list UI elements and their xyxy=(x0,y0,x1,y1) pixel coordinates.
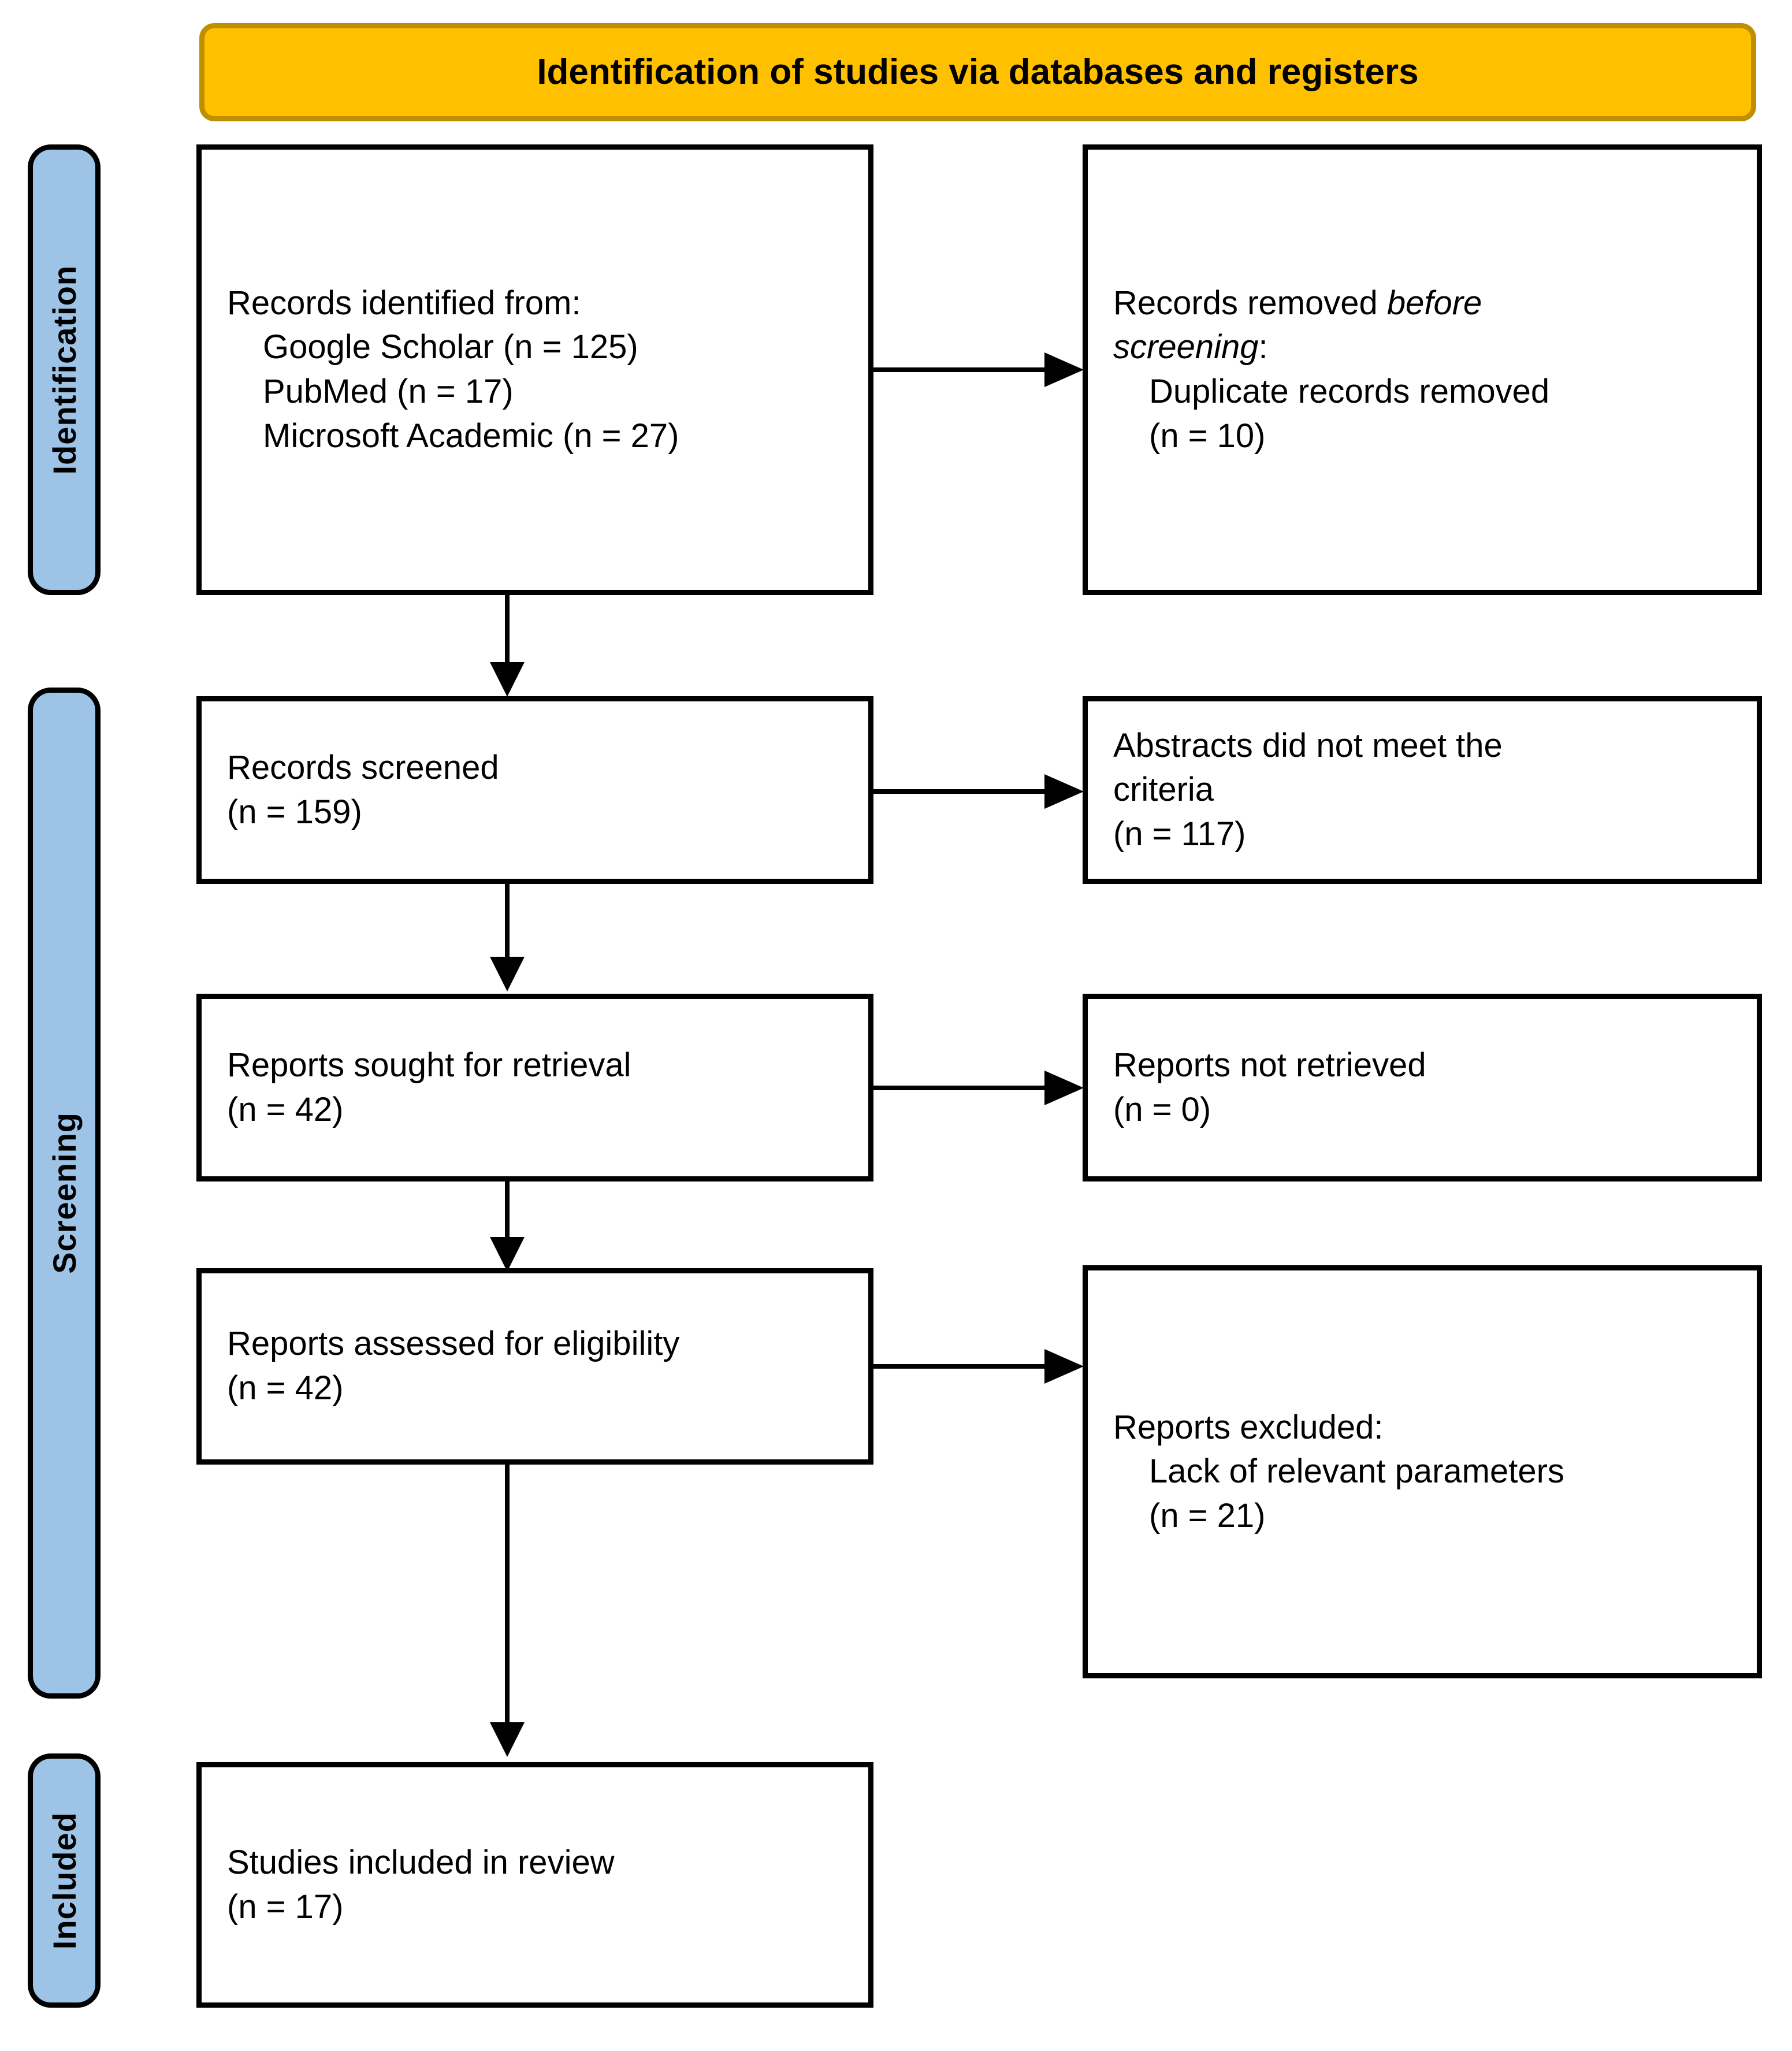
arrow-assessed-to-included xyxy=(484,1465,530,1759)
stage-tab-screening: Screening xyxy=(28,688,101,1699)
box-reports-assessed-text: Reports assessed for eligibility (n = 42… xyxy=(202,1322,868,1410)
stage-tab-identification-label: Identification xyxy=(46,265,83,475)
line-records-identified-3: Microsoft Academic (n = 27) xyxy=(263,417,679,455)
stage-tab-screening-label: Screening xyxy=(46,1112,83,1274)
line-reports-not-retrieved-1: (n = 0) xyxy=(1113,1090,1211,1128)
line-records-removed-1: screening: xyxy=(1113,325,1731,370)
box-records-identified-text: Records identified from: Google Scholar … xyxy=(202,281,868,458)
line-reports-sought-0: Reports sought for retrieval xyxy=(227,1046,631,1084)
line-records-removed-3: (n = 10) xyxy=(1149,417,1266,455)
box-abstracts-excluded-text: Abstracts did not meet the criteria (n =… xyxy=(1088,724,1757,857)
stage-tab-identification: Identification xyxy=(28,144,101,595)
box-reports-sought: Reports sought for retrieval (n = 42) xyxy=(196,994,873,1181)
box-records-screened: Records screened (n = 159) xyxy=(196,696,873,884)
line-abstracts-excluded-2: (n = 117) xyxy=(1113,815,1246,853)
line-abstracts-excluded-0: Abstracts did not meet the xyxy=(1113,726,1503,764)
line-records-removed-1-suffix: : xyxy=(1258,328,1268,366)
line-reports-sought-1: (n = 42) xyxy=(227,1090,344,1128)
box-reports-not-retrieved-text: Reports not retrieved (n = 0) xyxy=(1088,1043,1757,1132)
line-records-removed-0-italic: before xyxy=(1386,284,1482,322)
box-reports-excluded-text: Reports excluded: Lack of relevant param… xyxy=(1088,1406,1757,1539)
line-records-screened-0: Records screened xyxy=(227,748,499,786)
box-reports-assessed: Reports assessed for eligibility (n = 42… xyxy=(196,1268,873,1465)
line-reports-assessed-0: Reports assessed for eligibility xyxy=(227,1325,680,1363)
line-reports-excluded-2: (n = 21) xyxy=(1149,1496,1266,1534)
box-reports-not-retrieved: Reports not retrieved (n = 0) xyxy=(1083,994,1762,1181)
arrow-identified-to-removed xyxy=(873,347,1087,393)
line-records-identified-1: Google Scholar (n = 125) xyxy=(263,328,638,366)
line-records-screened-1: (n = 159) xyxy=(227,793,362,831)
arrow-screened-to-sought xyxy=(484,884,530,994)
line-records-identified-2: PubMed (n = 17) xyxy=(263,373,514,410)
line-studies-included-0: Studies included in review xyxy=(227,1843,615,1881)
line-records-removed-0: Records removed before xyxy=(1113,281,1731,326)
line-reports-not-retrieved-0: Reports not retrieved xyxy=(1113,1046,1426,1084)
line-records-removed-1-italic: screening xyxy=(1113,328,1259,366)
page-title: Identification of studies via databases … xyxy=(537,51,1419,92)
stage-tab-included: Included xyxy=(28,1753,101,2008)
box-records-removed: Records removed before screening: Duplic… xyxy=(1083,144,1762,595)
box-records-identified: Records identified from: Google Scholar … xyxy=(196,144,873,595)
diagram-header-banner: Identification of studies via databases … xyxy=(199,23,1756,121)
box-reports-sought-text: Reports sought for retrieval (n = 42) xyxy=(202,1043,868,1132)
line-reports-excluded-1: Lack of relevant parameters xyxy=(1149,1452,1564,1491)
line-reports-assessed-1: (n = 42) xyxy=(227,1369,344,1407)
arrow-identified-to-screened xyxy=(484,595,530,699)
arrow-sought-to-not-retrieved xyxy=(873,1065,1087,1111)
line-records-removed-2: Duplicate records removed xyxy=(1149,373,1550,410)
box-studies-included-text: Studies included in review (n = 17) xyxy=(202,1841,868,1929)
line-records-removed-0-plain: Records removed xyxy=(1113,284,1387,322)
box-records-removed-text: Records removed before screening: Duplic… xyxy=(1088,281,1757,458)
line-studies-included-1: (n = 17) xyxy=(227,1887,344,1926)
line-abstracts-excluded-1: criteria xyxy=(1113,771,1214,809)
arrow-screened-to-abstracts xyxy=(873,768,1087,815)
box-reports-excluded: Reports excluded: Lack of relevant param… xyxy=(1083,1265,1762,1678)
line-records-identified-0: Records identified from: xyxy=(227,284,581,322)
line-reports-excluded-0: Reports excluded: xyxy=(1113,1408,1384,1446)
box-abstracts-excluded: Abstracts did not meet the criteria (n =… xyxy=(1083,696,1762,884)
arrow-sought-to-assessed xyxy=(484,1181,530,1274)
box-studies-included: Studies included in review (n = 17) xyxy=(196,1762,873,2008)
stage-tab-included-label: Included xyxy=(46,1811,83,1950)
arrow-assessed-to-excluded xyxy=(873,1343,1087,1389)
box-records-screened-text: Records screened (n = 159) xyxy=(202,746,868,834)
